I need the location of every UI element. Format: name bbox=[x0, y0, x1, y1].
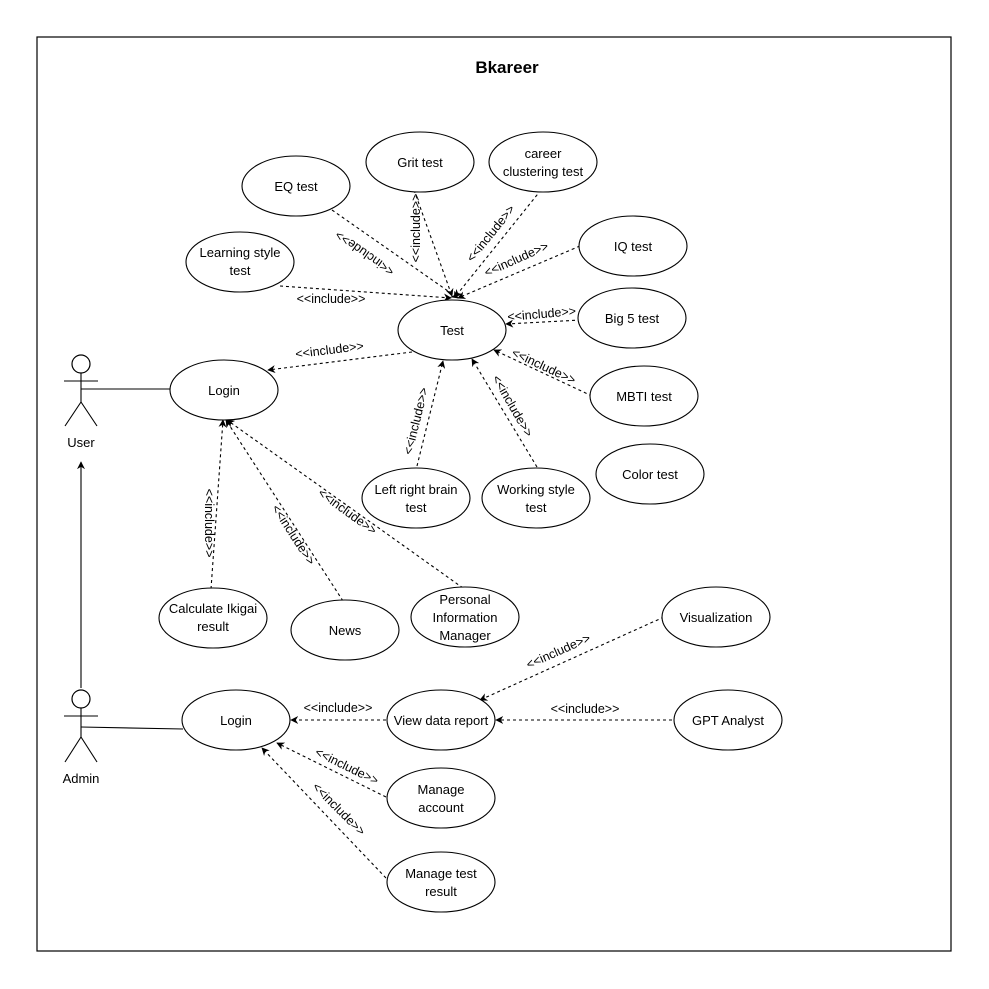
use-case-news[interactable]: News bbox=[290, 599, 400, 661]
use-case-personal-information-manager[interactable]: Personal Information Manager bbox=[410, 586, 520, 648]
svg-text:Left right brain: Left right brain bbox=[374, 482, 457, 497]
include-label-left-right: <<include>> bbox=[401, 386, 431, 456]
include-grit bbox=[413, 189, 454, 297]
include-learning bbox=[279, 285, 452, 302]
include-label-manage-test: <<include>> bbox=[310, 780, 369, 839]
include-personal bbox=[226, 419, 464, 589]
svg-text:Information: Information bbox=[432, 610, 497, 625]
svg-text:Login: Login bbox=[208, 383, 240, 398]
include-left-right bbox=[416, 360, 446, 467]
include-test-login bbox=[267, 351, 413, 374]
svg-text:Learning style: Learning style bbox=[200, 245, 281, 260]
svg-text:IQ test: IQ test bbox=[614, 239, 653, 254]
include-label-test-login: <<include>> bbox=[295, 339, 365, 361]
svg-text:Working style: Working style bbox=[497, 482, 575, 497]
include-visualization bbox=[479, 616, 665, 701]
include-label-learning: <<include>> bbox=[297, 292, 366, 306]
use-case-view-data-report[interactable]: View data report bbox=[386, 689, 496, 751]
system-title: Bkareer bbox=[475, 58, 539, 77]
svg-text:career: career bbox=[525, 146, 563, 161]
svg-text:News: News bbox=[329, 623, 362, 638]
svg-text:Test: Test bbox=[440, 323, 464, 338]
svg-text:test: test bbox=[526, 500, 547, 515]
svg-text:Big 5 test: Big 5 test bbox=[605, 311, 660, 326]
use-case-manage-account[interactable]: Manage account bbox=[386, 767, 496, 829]
admin-actor-label: Admin bbox=[63, 771, 100, 786]
include-label-big5: <<include>> bbox=[507, 304, 577, 324]
svg-text:Manager: Manager bbox=[439, 628, 491, 643]
include-eq bbox=[331, 209, 459, 299]
user-actor[interactable]: User bbox=[64, 354, 98, 450]
svg-text:GPT Analyst: GPT Analyst bbox=[692, 713, 764, 728]
include-ikigai bbox=[210, 419, 227, 590]
include-label-eq: <<include>> bbox=[333, 228, 397, 279]
svg-text:clustering test: clustering test bbox=[503, 164, 584, 179]
svg-text:test: test bbox=[406, 500, 427, 515]
svg-text:result: result bbox=[425, 884, 457, 899]
include-label-iq: <<include>> bbox=[482, 239, 551, 280]
use-case-test[interactable]: Test bbox=[397, 299, 507, 361]
include-label-grit: <<include>> bbox=[409, 194, 423, 263]
include-label-working: <<include>> bbox=[489, 373, 536, 440]
use-case-grit-test[interactable]: Grit test bbox=[365, 131, 475, 193]
use-case-color-test[interactable]: Color test bbox=[595, 443, 705, 505]
use-case-iq-test[interactable]: IQ test bbox=[578, 215, 688, 277]
svg-text:View data report: View data report bbox=[394, 713, 489, 728]
use-case-admin-login[interactable]: Login bbox=[181, 689, 291, 751]
include-label-gpt: <<include>> bbox=[551, 702, 620, 716]
use-case-gpt-analyst[interactable]: GPT Analyst bbox=[673, 689, 783, 751]
use-case-manage-test-result[interactable]: Manage test result bbox=[386, 851, 496, 913]
use-case-calculate-ikigai-result[interactable]: Calculate Ikigai result bbox=[158, 587, 268, 649]
svg-text:Manage test: Manage test bbox=[405, 866, 477, 881]
include-label-ikigai: <<include>> bbox=[202, 489, 216, 558]
svg-text:account: account bbox=[418, 800, 464, 815]
include-working bbox=[471, 358, 538, 468]
admin-login-association bbox=[80, 726, 184, 730]
include-manage-test bbox=[261, 747, 387, 879]
svg-text:MBTI test: MBTI test bbox=[616, 389, 672, 404]
svg-text:Grit test: Grit test bbox=[397, 155, 443, 170]
include-label-news: <<include>> bbox=[269, 502, 318, 567]
admin-actor[interactable]: Admin bbox=[63, 689, 100, 786]
svg-text:Calculate Ikigai: Calculate Ikigai bbox=[169, 601, 257, 616]
system-boundary bbox=[36, 36, 952, 952]
use-case-big5-test[interactable]: Big 5 test bbox=[577, 287, 687, 349]
svg-text:EQ test: EQ test bbox=[274, 179, 318, 194]
use-case-working-style-test[interactable]: Working style test bbox=[481, 467, 591, 529]
use-case-visualization[interactable]: Visualization bbox=[661, 586, 771, 648]
svg-text:Personal: Personal bbox=[439, 592, 490, 607]
include-manage-account bbox=[276, 742, 387, 798]
use-case-learning-style-test[interactable]: Learning style test bbox=[185, 231, 295, 293]
include-career bbox=[454, 189, 542, 298]
use-case-mbti-test[interactable]: MBTI test bbox=[589, 365, 699, 427]
include-label-visualization: <<include>> bbox=[524, 631, 593, 672]
svg-text:test: test bbox=[230, 263, 251, 278]
include-big5 bbox=[505, 319, 582, 328]
include-label-manage-account: <<include>> bbox=[313, 745, 381, 788]
include-label-mbti: <<include>> bbox=[510, 345, 578, 387]
include-iq bbox=[457, 245, 581, 299]
include-label-view-report: <<include>> bbox=[304, 701, 373, 715]
svg-text:result: result bbox=[197, 619, 229, 634]
use-case-left-right-brain-test[interactable]: Left right brain test bbox=[361, 467, 471, 529]
use-case-eq-test[interactable]: EQ test bbox=[241, 155, 351, 217]
use-case-career-clustering-test[interactable]: career clustering test bbox=[488, 131, 598, 193]
svg-text:Manage: Manage bbox=[418, 782, 465, 797]
svg-text:Login: Login bbox=[220, 713, 252, 728]
use-case-user-login[interactable]: Login bbox=[169, 359, 279, 421]
include-mbti bbox=[493, 349, 593, 397]
svg-text:Visualization: Visualization bbox=[680, 610, 753, 625]
svg-text:Color test: Color test bbox=[622, 467, 678, 482]
user-actor-label: User bbox=[67, 435, 95, 450]
